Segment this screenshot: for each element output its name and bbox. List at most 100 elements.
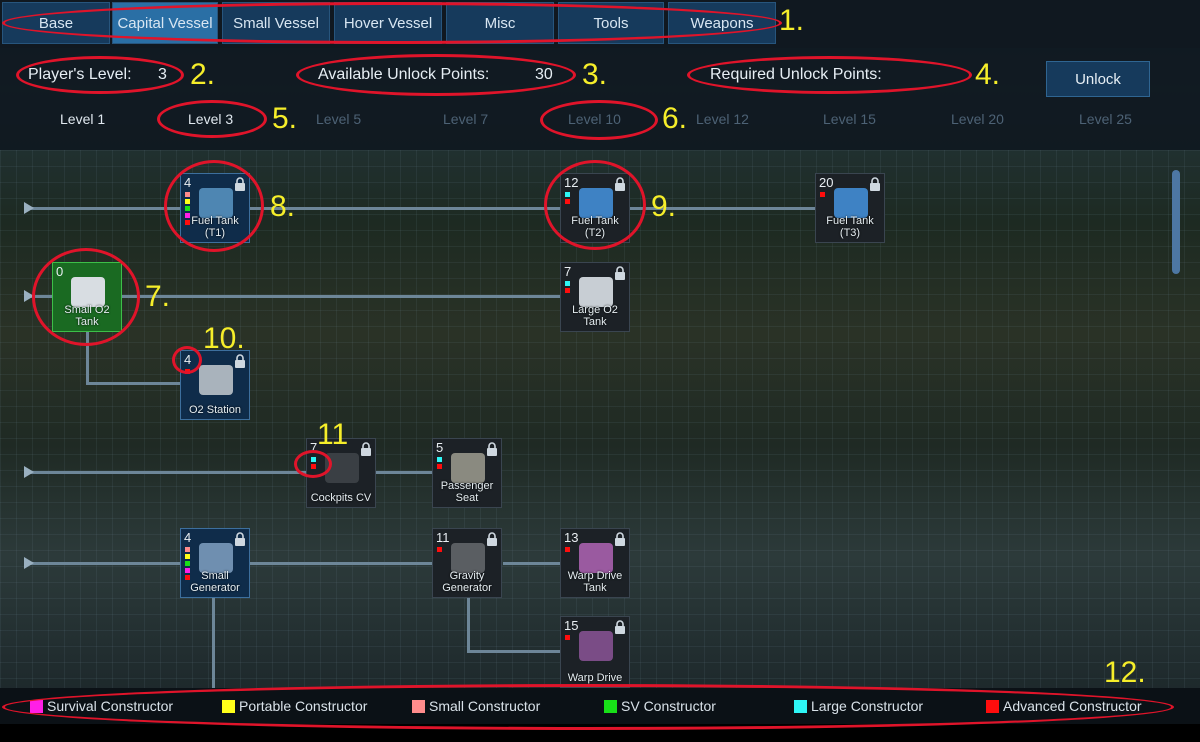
row-arrow-icon [24, 290, 34, 302]
connector-line [86, 382, 180, 385]
lock-icon [487, 532, 497, 546]
node-label: O2 Station [189, 404, 241, 416]
vertical-scrollbar[interactable] [1172, 170, 1180, 274]
lock-icon [615, 266, 625, 280]
node-cost: 7 [564, 264, 572, 279]
warp-drive-icon [579, 631, 613, 661]
constructor-indicators [820, 192, 825, 199]
connector-line [467, 650, 561, 653]
node-label: Large O2 Tank [572, 304, 618, 328]
level-header-12[interactable]: Level 12 [696, 111, 749, 127]
gravity-generator-icon [451, 543, 485, 573]
node-cost: 7 [310, 440, 318, 455]
annotation-6: 6. [662, 102, 688, 135]
node-large-o2-tank[interactable]: 7 Large O2 Tank [560, 262, 630, 332]
annotation-3: 3. [582, 58, 608, 91]
annotation-5: 5. [272, 102, 298, 135]
constructor-indicators [185, 547, 190, 582]
lock-icon [870, 177, 880, 191]
connector-line [467, 597, 470, 652]
annotation-7: 7. [145, 280, 171, 313]
connector-line [30, 562, 180, 565]
generator-icon [199, 543, 233, 573]
seat-icon [451, 453, 485, 483]
highlight-ring [687, 56, 972, 94]
annotation-4: 4. [975, 58, 1001, 91]
node-label: Passenger Seat [440, 480, 494, 504]
warp-drive-tank-icon [579, 543, 613, 573]
lock-icon [235, 354, 245, 368]
lock-icon [615, 620, 625, 634]
level-header-1[interactable]: Level 1 [60, 111, 106, 127]
node-warp-drive-tank[interactable]: 13 Warp Drive Tank [560, 528, 630, 598]
lock-icon [361, 442, 371, 456]
row-arrow-icon [24, 202, 34, 214]
node-passenger-seat[interactable]: 5 Passenger Seat [432, 438, 502, 508]
node-label: Small Generator [190, 570, 240, 594]
level-header-15[interactable]: Level 15 [823, 111, 876, 127]
annotation-8: 8. [270, 190, 296, 223]
annotation-1: 1. [779, 4, 805, 37]
node-label: Fuel Tank (T3) [826, 215, 874, 239]
o2-station-icon [199, 365, 233, 395]
connector-line [249, 562, 433, 565]
lock-icon [235, 532, 245, 546]
node-warp-drive[interactable]: 15 Warp Drive [560, 616, 630, 688]
row-arrow-icon [24, 557, 34, 569]
node-cost: 20 [819, 175, 834, 190]
node-cost: 13 [564, 530, 579, 545]
annotation-9: 9. [651, 190, 677, 223]
node-cost: 4 [184, 530, 192, 545]
node-cost: 15 [564, 618, 579, 633]
connector-line [630, 207, 820, 210]
level-header-25[interactable]: Level 25 [1079, 111, 1132, 127]
constructor-indicators [565, 635, 570, 642]
connector-line [376, 471, 432, 474]
node-cost: 5 [436, 440, 444, 455]
lock-icon [615, 532, 625, 546]
highlight-ring [172, 346, 202, 374]
constructor-indicators [437, 547, 442, 554]
level-header-7[interactable]: Level 7 [443, 111, 489, 127]
highlight-ring [294, 450, 332, 478]
level-header-20[interactable]: Level 20 [951, 111, 1004, 127]
highlight-ring [2, 2, 782, 44]
node-small-generator[interactable]: 4 Small Generator [180, 528, 250, 598]
fuel-tank-icon [834, 188, 868, 218]
node-label: Cockpits CV [310, 492, 372, 504]
node-cockpits-cv[interactable]: 7 Cockpits CV [306, 438, 376, 508]
connector-line [86, 330, 89, 384]
highlight-ring [157, 100, 267, 138]
node-gravity-generator[interactable]: 11 Gravity Generator [432, 528, 502, 598]
constructor-indicators [437, 457, 442, 471]
constructor-indicators [565, 281, 570, 295]
unlock-button[interactable]: Unlock [1046, 61, 1150, 97]
highlight-ring [2, 684, 1174, 730]
node-fuel-tank-t3[interactable]: 20 Fuel Tank (T3) [815, 173, 885, 243]
connector-line [30, 471, 306, 474]
connector-line [30, 295, 560, 298]
constructor-indicators [565, 547, 570, 554]
lock-icon [487, 442, 497, 456]
connector-line [503, 562, 561, 565]
node-label: Gravity Generator [442, 570, 492, 594]
connector-line [212, 597, 215, 689]
row-arrow-icon [24, 466, 34, 478]
annotation-10: 10. [203, 322, 245, 355]
level-header-5[interactable]: Level 5 [316, 111, 362, 127]
bottom-bar [0, 724, 1200, 742]
annotation-2: 2. [190, 58, 216, 91]
annotation-12: 12. [1104, 656, 1146, 689]
o2-tank-icon [579, 277, 613, 307]
node-label: Warp Drive [567, 672, 623, 684]
highlight-ring [32, 248, 140, 346]
highlight-ring [164, 160, 264, 252]
highlight-ring [540, 100, 658, 140]
highlight-ring [296, 54, 576, 96]
node-label: Warp Drive Tank [567, 570, 623, 594]
connector-line [30, 207, 560, 210]
annotation-11: 11 [317, 418, 349, 451]
highlight-ring [16, 56, 184, 94]
highlight-ring [544, 160, 646, 250]
node-cost: 11 [436, 530, 450, 545]
